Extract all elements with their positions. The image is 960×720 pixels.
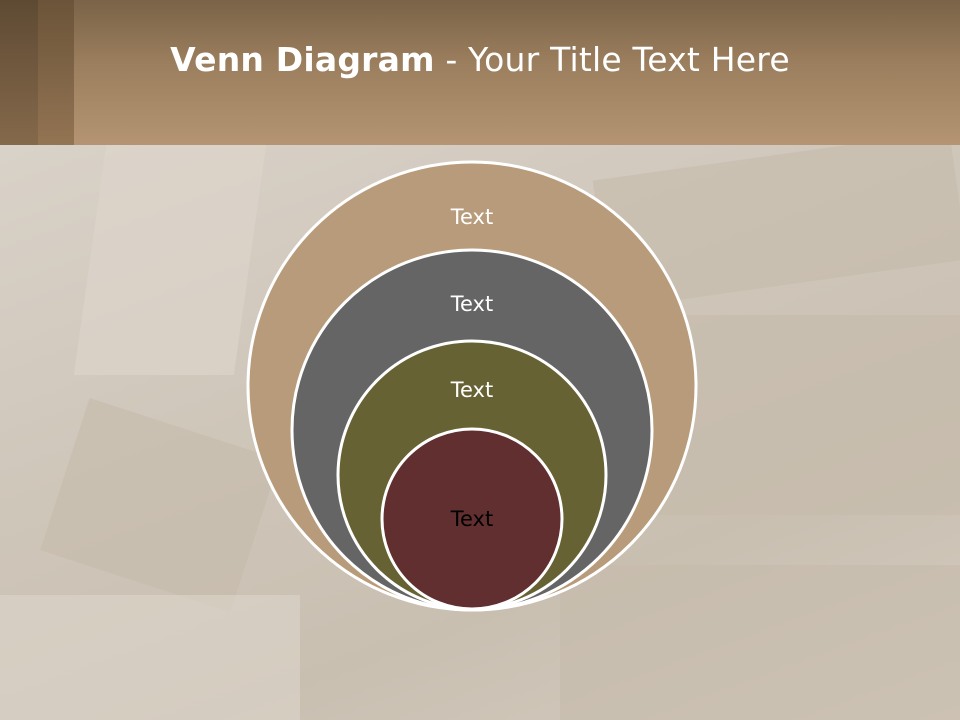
title-bar: Venn Diagram - Your Title Text Here — [0, 0, 960, 145]
title-bold: Venn Diagram — [170, 40, 435, 79]
title-rest: - Your Title Text Here — [434, 40, 790, 79]
circle-2-label: Text — [450, 292, 493, 316]
circle-4-label: Text — [450, 507, 493, 531]
slide-title: Venn Diagram - Your Title Text Here — [0, 40, 960, 79]
header-accent-mid — [38, 0, 74, 145]
circle-1-label: Text — [450, 205, 493, 229]
circle-3-label: Text — [450, 378, 493, 402]
header-accent-dark — [0, 0, 38, 145]
circle-4 — [380, 427, 564, 611]
